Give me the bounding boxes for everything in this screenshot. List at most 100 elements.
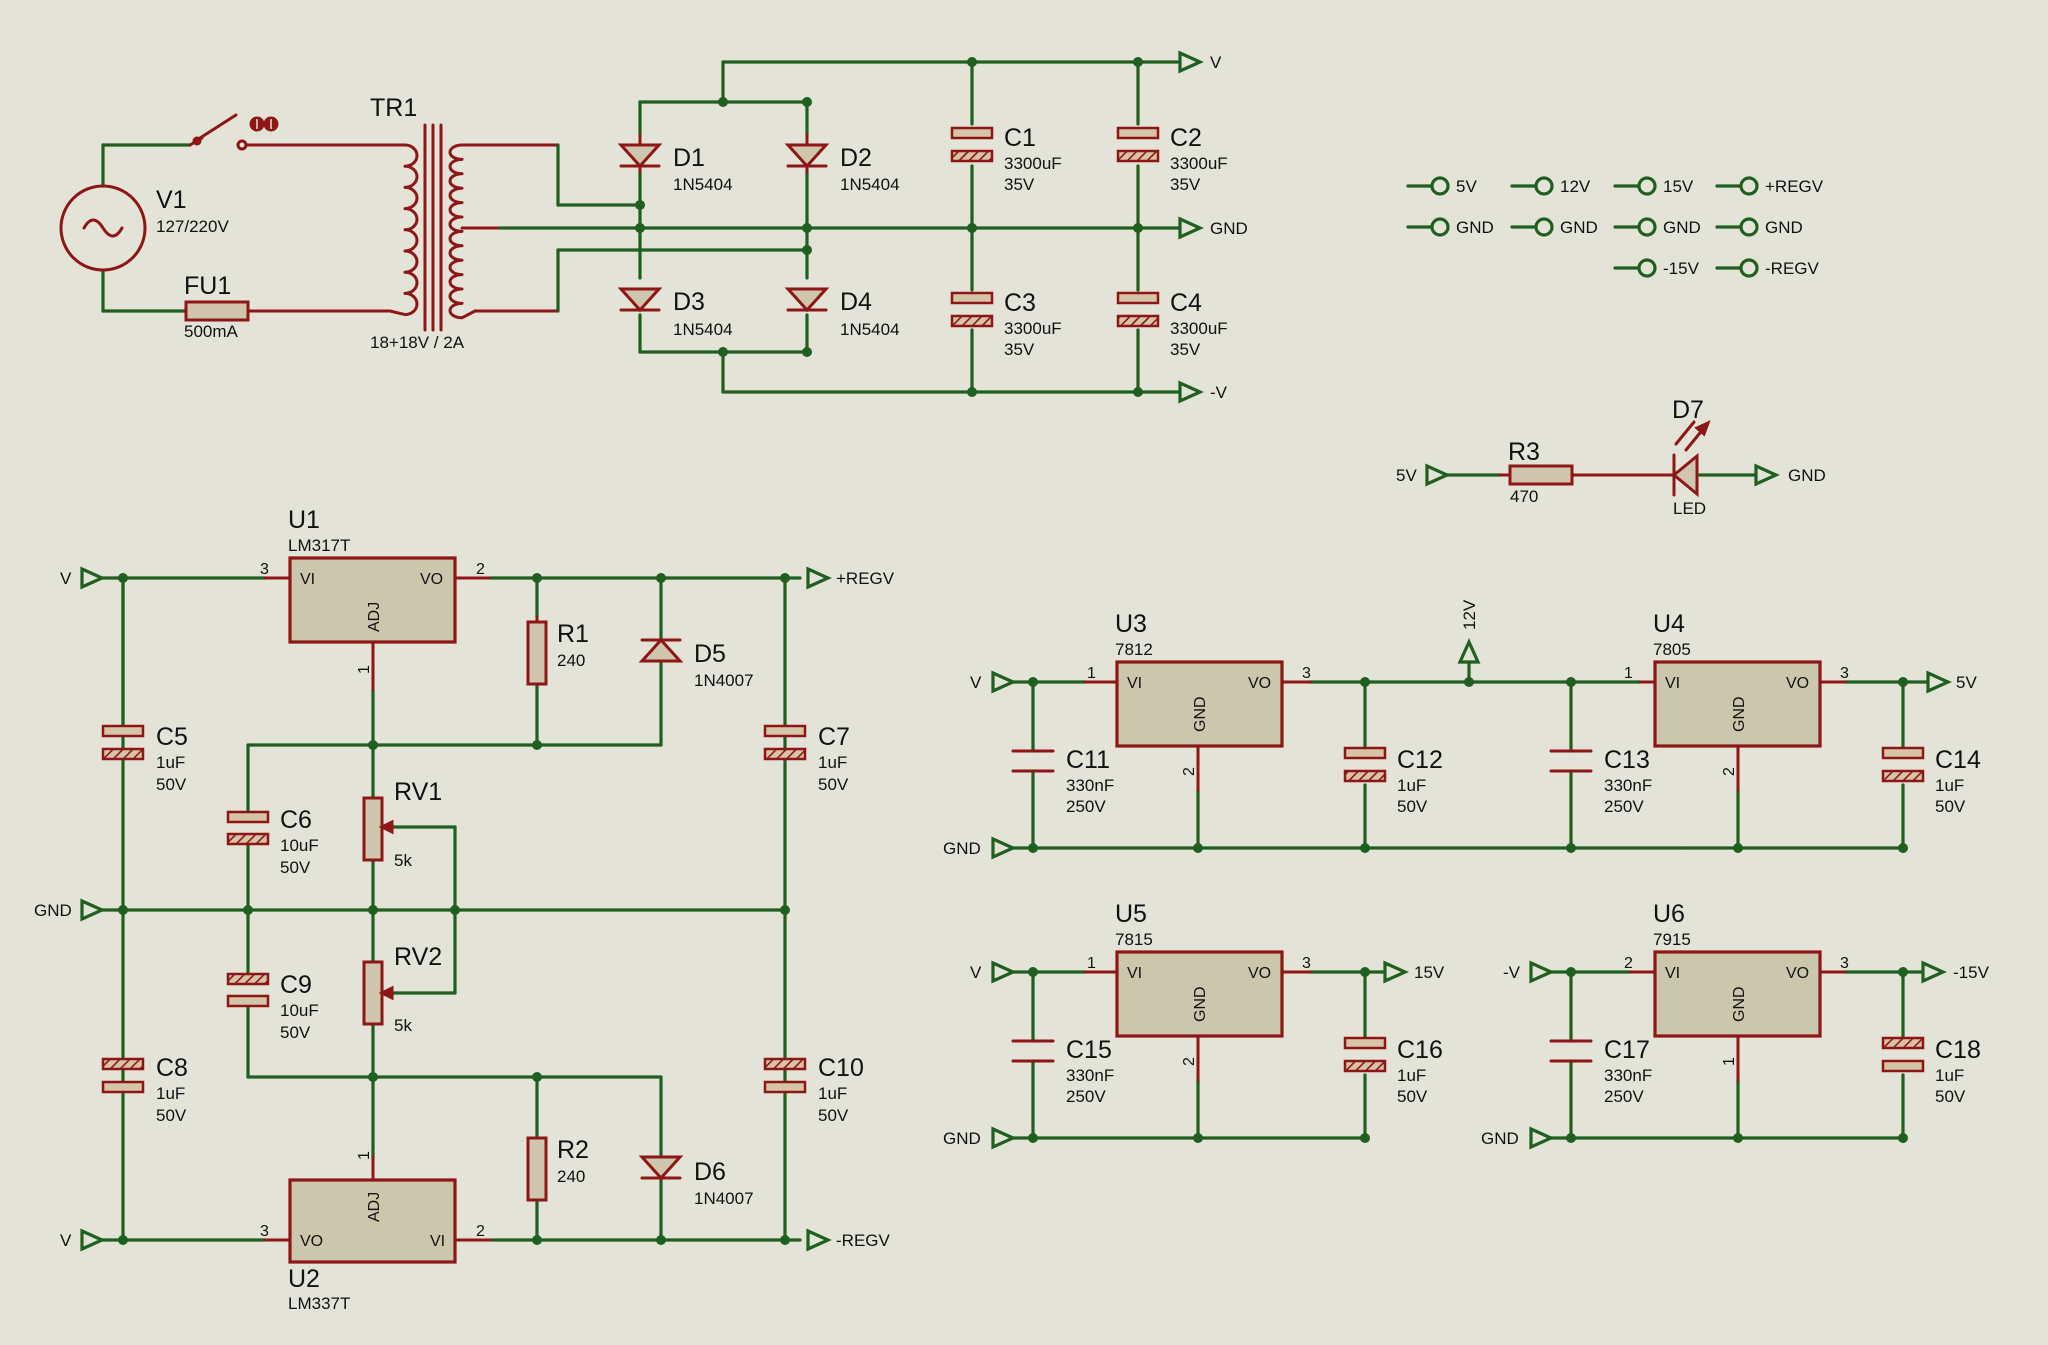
- diode-d3: D3 1N5404: [617, 287, 733, 339]
- u5-v-label: V: [970, 963, 982, 982]
- c13-value: 330nF: [1604, 776, 1652, 795]
- fixed-u3-u4-wiring: V GND 12V 5V: [943, 599, 1977, 860]
- c15-value: 330nF: [1066, 1066, 1114, 1085]
- resistor-r2: R2 240: [526, 1136, 589, 1202]
- ac-source-v1: V1 127/220V: [59, 143, 229, 313]
- u4-part: 7805: [1653, 640, 1691, 659]
- rv2-value: 5k: [394, 1016, 412, 1035]
- output-connectors: 5V 12V 15V +REGV GND GND GND GND -15V -R…: [1406, 176, 1824, 278]
- regulator-u2: VO VI ADJ 3 2 1 U2 LM337T: [260, 1151, 492, 1313]
- tr1-ref: TR1: [370, 94, 417, 122]
- regulator-u5: VI VO GND 1 3 2 U5 7815: [1083, 900, 1312, 1082]
- c12-ref: C12: [1397, 746, 1443, 774]
- conn-regv-label: +REGV: [1765, 177, 1824, 196]
- u6-gnd-label: GND: [1481, 1129, 1519, 1148]
- conn-5v-label: 5V: [1456, 177, 1477, 196]
- capacitor-c13: C13 330nF 250V: [1549, 746, 1652, 816]
- c15-ref: C15: [1066, 1036, 1112, 1064]
- c18-value: 1uF: [1935, 1066, 1964, 1085]
- u4-pinnum-3: 3: [1840, 665, 1849, 682]
- u6-pin-gnd: GND: [1731, 986, 1748, 1022]
- fixed-u5-wiring: V GND 15V: [943, 960, 1445, 1150]
- u2-pin-vi: VI: [430, 1233, 445, 1250]
- c13-ref: C13: [1604, 746, 1650, 774]
- r1-ref: R1: [557, 620, 589, 648]
- fuse-fu1: FU1 500mA: [183, 272, 392, 341]
- c14-ref: C14: [1935, 746, 1981, 774]
- u4-pinnum-2: 2: [1721, 767, 1738, 776]
- conn-m15v-label: -15V: [1663, 259, 1700, 278]
- u1-pin-adj: ADJ: [366, 602, 383, 632]
- c13-voltage: 250V: [1604, 797, 1644, 816]
- u3-gnd-label: GND: [943, 839, 981, 858]
- u5-gnd-label: GND: [943, 1129, 981, 1148]
- capacitor-c10: C10 1uF 50V: [763, 1054, 864, 1125]
- p12v-label: 12V: [1460, 599, 1479, 630]
- capacitor-c3: C3 3300uF 35V: [950, 289, 1062, 359]
- c9-value: 10uF: [280, 1001, 319, 1020]
- u3-ref: U3: [1115, 610, 1147, 638]
- u5-pinnum-2: 2: [1181, 1057, 1198, 1066]
- rail-gnd-label: GND: [1210, 219, 1248, 238]
- c4-voltage: 35V: [1170, 340, 1201, 359]
- led-out-label: GND: [1788, 466, 1826, 485]
- c11-ref: C11: [1066, 746, 1110, 774]
- u1-part: LM317T: [288, 536, 350, 555]
- c6-value: 10uF: [280, 836, 319, 855]
- c5-voltage: 50V: [156, 775, 187, 794]
- u5-pin-vi: VI: [1127, 965, 1142, 982]
- pot-rv1: RV1 5k: [362, 778, 442, 870]
- c4-ref: C4: [1170, 289, 1202, 317]
- u2-ref: U2: [288, 1265, 320, 1293]
- capacitor-c15: C15 330nF 250V: [1011, 1036, 1114, 1106]
- tr1-value: 18+18V / 2A: [370, 333, 465, 352]
- d2-value: 1N5404: [840, 175, 900, 194]
- c9-voltage: 50V: [280, 1023, 311, 1042]
- regulator-u3: VI VO GND 1 3 2 U3 7812: [1083, 610, 1312, 792]
- u5-pinnum-1: 1: [1087, 955, 1096, 972]
- capacitor-c9: C9 10uF 50V: [226, 971, 319, 1042]
- conn-gnd2-label: GND: [1560, 218, 1598, 237]
- c1-voltage: 35V: [1004, 175, 1035, 194]
- conn-gnd3-label: GND: [1663, 218, 1701, 237]
- d1-value: 1N5404: [673, 175, 733, 194]
- v1-ref: V1: [156, 186, 187, 214]
- capacitor-c2: C2 3300uF 35V: [1116, 124, 1228, 194]
- c4-value: 3300uF: [1170, 319, 1228, 338]
- adj-gnd-label: GND: [34, 901, 72, 920]
- capacitor-c14: C14 1uF 50V: [1881, 746, 1981, 816]
- c16-value: 1uF: [1397, 1066, 1426, 1085]
- capacitor-c16: C16 1uF 50V: [1343, 1036, 1443, 1106]
- rail-negv-label: -V: [1210, 383, 1228, 402]
- c10-value: 1uF: [818, 1084, 847, 1103]
- capacitor-c5: C5 1uF 50V: [101, 576, 188, 794]
- capacitor-c1: C1 3300uF 35V: [950, 124, 1062, 194]
- c12-value: 1uF: [1397, 776, 1426, 795]
- u3-pinnum-1: 1: [1087, 665, 1096, 682]
- u4-pin-gnd: GND: [1731, 696, 1748, 732]
- resistor-r1: R1 240: [526, 615, 589, 686]
- capacitor-c8: C8 1uF 50V: [101, 1054, 188, 1125]
- c17-voltage: 250V: [1604, 1087, 1644, 1106]
- capacitor-c7: C7 1uF 50V: [763, 723, 850, 794]
- r2-value: 240: [557, 1167, 585, 1186]
- fu1-value: 500mA: [184, 322, 239, 341]
- u1-pinnum-out: 2: [476, 561, 485, 578]
- u3-pin-vo: VO: [1248, 675, 1271, 692]
- regulator-u6: VI VO GND 2 3 1 U6 7915: [1624, 900, 1849, 1082]
- adj-regv-neg-label: -REGV: [836, 1231, 891, 1250]
- u2-pinnum-in: 2: [476, 1223, 485, 1240]
- u6-part: 7915: [1653, 930, 1691, 949]
- u1-pin-vi: VI: [300, 571, 315, 588]
- c14-voltage: 50V: [1935, 797, 1966, 816]
- r3-ref: R3: [1508, 438, 1540, 466]
- c1-ref: C1: [1004, 124, 1036, 152]
- c3-ref: C3: [1004, 289, 1036, 317]
- u2-part: LM337T: [288, 1294, 350, 1313]
- adj-v-top-label: V: [60, 569, 72, 588]
- diode-d2: D2 1N5404: [784, 133, 900, 194]
- c18-voltage: 50V: [1935, 1087, 1966, 1106]
- u6-pinnum-1: 1: [1721, 1057, 1738, 1066]
- u3-pin-vi: VI: [1127, 675, 1142, 692]
- u2-pinnum-adj: 1: [356, 1151, 373, 1160]
